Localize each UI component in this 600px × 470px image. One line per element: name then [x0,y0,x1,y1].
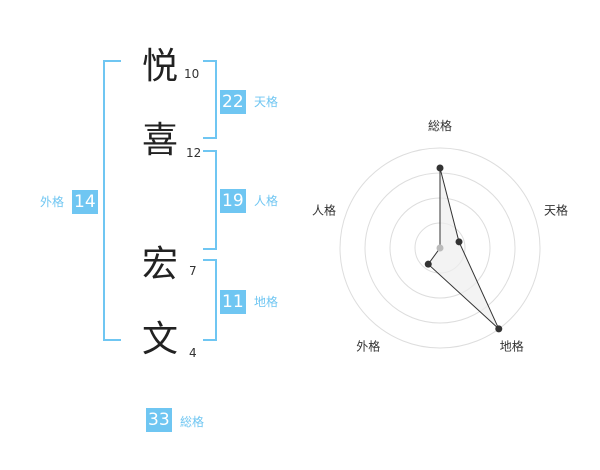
tenkaku-bracket [203,60,217,139]
radar-point-1 [436,164,444,172]
radar-center-point [436,244,444,252]
tenkaku-value: 22 [220,90,246,114]
radar-ring-4 [339,147,541,349]
chikaku-bracket [203,259,217,341]
name-char-4: 文 [141,319,178,360]
jinkaku-label: 人格 [254,194,279,208]
jinkaku-value: 19 [220,189,246,213]
chikaku-value: 11 [220,290,246,314]
soukaku-label: 総格 [180,415,205,429]
radar-point-3 [495,325,503,333]
name-char-3: 宏 [141,244,178,285]
jinkaku-bracket [203,150,217,250]
radar-point-2 [455,238,463,246]
radar-axis-label-3: 地格 [500,339,524,354]
gaikaku-bracket [103,60,121,341]
chikaku-label: 地格 [254,295,279,309]
radar-axis-label-1: 総格 [428,118,452,133]
tenkaku-label: 天格 [254,95,279,109]
radar-axis-label-2: 天格 [544,202,568,217]
radar-series-polygon [427,167,500,330]
radar-axis-label-5: 人格 [312,202,336,217]
stroke-count-1: 10 [184,67,200,81]
gaikaku-label: 外格 [40,195,65,209]
gaikaku-value: 14 [72,190,98,214]
stroke-count-4: 4 [189,346,197,360]
radar-axis-label-4: 外格 [356,339,380,354]
radar-point-4 [424,260,432,268]
stroke-count-2: 12 [186,146,202,160]
name-char-1: 悦 [141,46,178,87]
name-char-2: 喜 [141,120,178,161]
soukaku-value: 33 [146,408,172,432]
stroke-count-3: 7 [189,264,197,278]
